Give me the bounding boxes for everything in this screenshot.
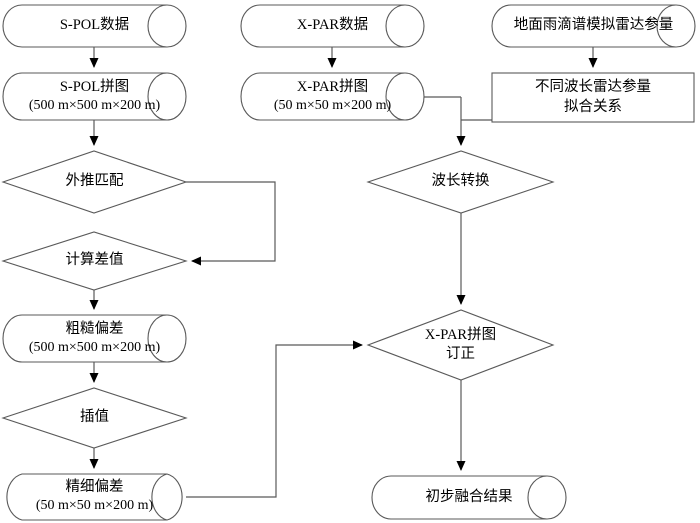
edge-extrapolation-to-difference: [186, 181, 276, 266]
shape-extrapolation-match: [1, 150, 188, 214]
shape-interpolation: [1, 387, 188, 449]
shape-fine-bias: [6, 473, 183, 521]
shape-dsd-sim-params: [491, 4, 696, 48]
shape-x-par-data: [240, 4, 425, 48]
shape-wavelength-fit: [491, 72, 695, 123]
edge-fine-bias-to-correction: [186, 340, 363, 498]
shape-x-par-mosaic: [240, 72, 425, 121]
shape-s-pol-mosaic: [2, 72, 187, 121]
shape-s-pol-data: [2, 4, 187, 48]
shape-wavelength-conversion: [366, 150, 555, 214]
shape-preliminary-fusion: [371, 475, 567, 520]
shape-coarse-bias: [2, 314, 187, 363]
shape-compute-difference: [1, 231, 188, 291]
shape-x-par-correction: [366, 309, 555, 381]
